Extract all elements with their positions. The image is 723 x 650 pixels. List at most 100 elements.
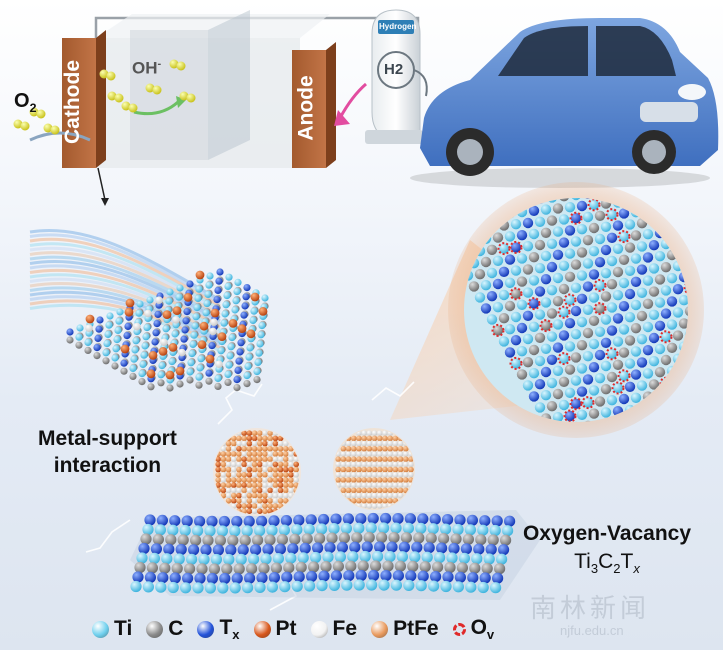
- magnified-lattice: [448, 182, 704, 438]
- flow-streak: [29, 237, 221, 308]
- oxygen-atom: [36, 109, 46, 119]
- legend-label: Pt: [276, 617, 297, 641]
- legend-item: Ov: [452, 616, 495, 642]
- oxygen-atom: [145, 83, 155, 93]
- formula-part: T: [620, 550, 634, 573]
- vacancy-ring: [683, 281, 688, 295]
- atom-ball-icon: [310, 620, 328, 638]
- oxygen-atom: [50, 125, 60, 135]
- formula-subscript: 2: [613, 561, 621, 577]
- legend-label: C: [168, 617, 183, 641]
- oxygen-atom: [99, 69, 109, 79]
- vacancy-ring: [563, 409, 577, 422]
- oxygen-atom: [152, 85, 162, 95]
- atom-ball-icon: [197, 620, 215, 638]
- atom-ball-icon: [92, 620, 109, 638]
- vacancy-ring: [509, 287, 523, 301]
- oxygen-atom: [13, 119, 23, 129]
- oxygen-atom: [106, 71, 116, 81]
- oxygen-atom: [20, 121, 30, 131]
- formula-subscript: 3: [590, 561, 599, 577]
- vacancy-ring: [605, 347, 619, 361]
- legend-item: Pt: [253, 617, 297, 641]
- oxygen-atom: [179, 91, 189, 101]
- vacancy-ring: [605, 208, 619, 222]
- ptfe-nanoparticle-2: [333, 428, 415, 510]
- oxygen-atom: [43, 123, 53, 133]
- vacancy-ring: [509, 356, 523, 370]
- oxygen-atom: [128, 103, 138, 113]
- car: [410, 18, 719, 188]
- oxygen-atom: [169, 59, 179, 69]
- vacancy-ring: [617, 369, 631, 383]
- ptfe-nanoparticle-1: [213, 428, 301, 516]
- atom-ball-icon: [253, 620, 271, 638]
- formula-part: C: [598, 550, 614, 573]
- oxygen-vacancy-label: Oxygen-Vacancy Ti3C2Tx: [496, 520, 718, 583]
- vacancy-ring: [617, 230, 631, 244]
- legend-label: PtFe: [393, 617, 439, 641]
- legend-item: PtFe: [371, 617, 439, 641]
- metal-support-interaction-label: Metal-support interaction: [38, 427, 177, 477]
- atom-ball-icon: [146, 620, 164, 638]
- oxygen-atom: [29, 107, 39, 117]
- legend-symbol: Fe: [332, 617, 358, 640]
- vacancy-ring: [491, 323, 505, 337]
- hydrogen-tank-label: Hydrogen: [379, 22, 417, 31]
- hydroxide-label: OH-: [132, 58, 162, 78]
- oxygen-atom: [121, 101, 131, 111]
- vacancy-ring: [611, 381, 625, 395]
- hydrogen-station: [365, 9, 428, 144]
- vacancy-ring: [569, 397, 583, 411]
- vacancy-ring: [563, 293, 577, 307]
- oxygen-atom: [114, 93, 124, 103]
- mxene-support-slab: [130, 510, 540, 600]
- legend-item: C: [146, 617, 183, 641]
- vacancy-ring: [497, 242, 511, 256]
- formula-part: Ti: [574, 550, 591, 573]
- flow-streak: [29, 233, 221, 305]
- vacancy-ring: [569, 211, 583, 225]
- vacancy-ring: [527, 297, 541, 311]
- formula-subscript: x: [633, 561, 640, 577]
- legend-subscript: x: [232, 627, 240, 643]
- atom-ball-icon: [371, 620, 389, 638]
- flow-streak: [29, 228, 221, 302]
- legend-item: Tx: [197, 616, 240, 642]
- fuel-cell: [13, 10, 420, 206]
- vacancy-ring: [557, 352, 571, 366]
- oxygen-atom: [186, 93, 196, 103]
- legend-symbol: C: [168, 617, 184, 640]
- oxygen-atom: [176, 61, 186, 71]
- legend-label: Ov: [471, 616, 495, 642]
- legend-subscript: v: [486, 627, 495, 643]
- legend-label: Ti: [114, 617, 132, 641]
- legend-item: Fe: [310, 617, 358, 641]
- flow-streak: [29, 242, 221, 311]
- vacancy-ring: [539, 319, 553, 333]
- legend-symbol: Pt: [275, 617, 297, 640]
- legend-label: Tx: [219, 616, 239, 642]
- vacancy-ring-icon: [452, 622, 466, 636]
- oxygen-label: O2: [14, 90, 37, 115]
- legend-symbol: PtFe: [393, 617, 439, 640]
- vacancy-ring: [581, 396, 595, 410]
- watermark: 南林新闻 njfu.edu.cn: [530, 594, 651, 638]
- anode-label: Anode: [294, 75, 318, 141]
- flow-streak: [29, 255, 221, 320]
- legend-symbol: Ti: [114, 617, 133, 640]
- vacancy-ring: [557, 305, 571, 319]
- oxygen-molecules: [13, 59, 196, 135]
- vacancy-ring: [593, 278, 607, 292]
- legend-label: Fe: [333, 617, 358, 641]
- vacancy-ring: [593, 302, 607, 316]
- mxene-sheet-small: [66, 268, 269, 392]
- cathode-label: Cathode: [61, 60, 84, 144]
- vacancy-ring: [509, 240, 523, 254]
- legend-item: Ti: [92, 617, 132, 641]
- h2-badge: H2: [384, 61, 404, 78]
- vacancy-ring: [659, 330, 673, 344]
